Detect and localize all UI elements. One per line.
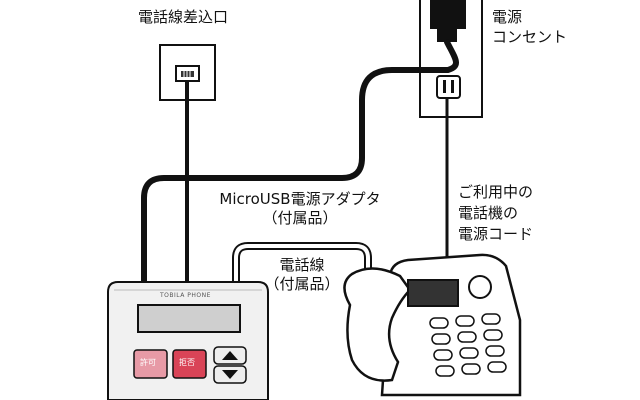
phone-jack-icon [175, 65, 200, 82]
telephone-display [407, 279, 459, 307]
tobila-phone-device [107, 281, 269, 400]
phone-jack-label: 電話線差込口 [138, 8, 229, 26]
adapter-label-line1: MicroUSB電源アダプタ [219, 190, 381, 208]
phone-cord-label: 電話線 （付属品） [262, 256, 342, 294]
adapter-label-line2: （付属品） [262, 208, 338, 227]
reject-button[interactable] [172, 349, 207, 379]
telephone-dial-knob [468, 275, 492, 299]
reject-button-label: 拒否 [179, 358, 195, 367]
outlet-label-line1: 電源 [492, 8, 523, 26]
power-cord-label-line1: ご利用中の [458, 183, 534, 201]
up-arrow-button[interactable] [213, 346, 247, 365]
power-outlet-icon [436, 75, 461, 99]
device-brand-label: TOBILA PHONE [160, 292, 211, 299]
usb-adapter-plug [430, 0, 466, 42]
telephone-handset [343, 267, 412, 382]
phone-cord-label-line1: 電話線 [279, 256, 325, 274]
allow-button[interactable] [133, 349, 168, 379]
power-cord-label-line3: 電源コード [458, 225, 534, 243]
up-arrow-icon [222, 351, 238, 360]
phone-cord-label-line2: （付属品） [264, 274, 340, 293]
allow-button-label: 許可 [140, 358, 156, 367]
power-cord-label-line2: 電話機の [458, 204, 519, 222]
adapter-label: MicroUSB電源アダプタ （付属品） [200, 190, 400, 228]
device-screen [137, 304, 241, 333]
phone-cord-inner [234, 244, 370, 290]
telephone [343, 253, 522, 397]
down-arrow-icon [222, 370, 238, 379]
telephone-keypad [429, 313, 507, 377]
microusb-adapter-cable [141, 39, 459, 293]
outlet-label-line2: コンセント [492, 28, 568, 46]
power-cord-label: ご利用中の 電話機の 電源コード [458, 182, 533, 245]
down-arrow-button[interactable] [213, 365, 247, 384]
